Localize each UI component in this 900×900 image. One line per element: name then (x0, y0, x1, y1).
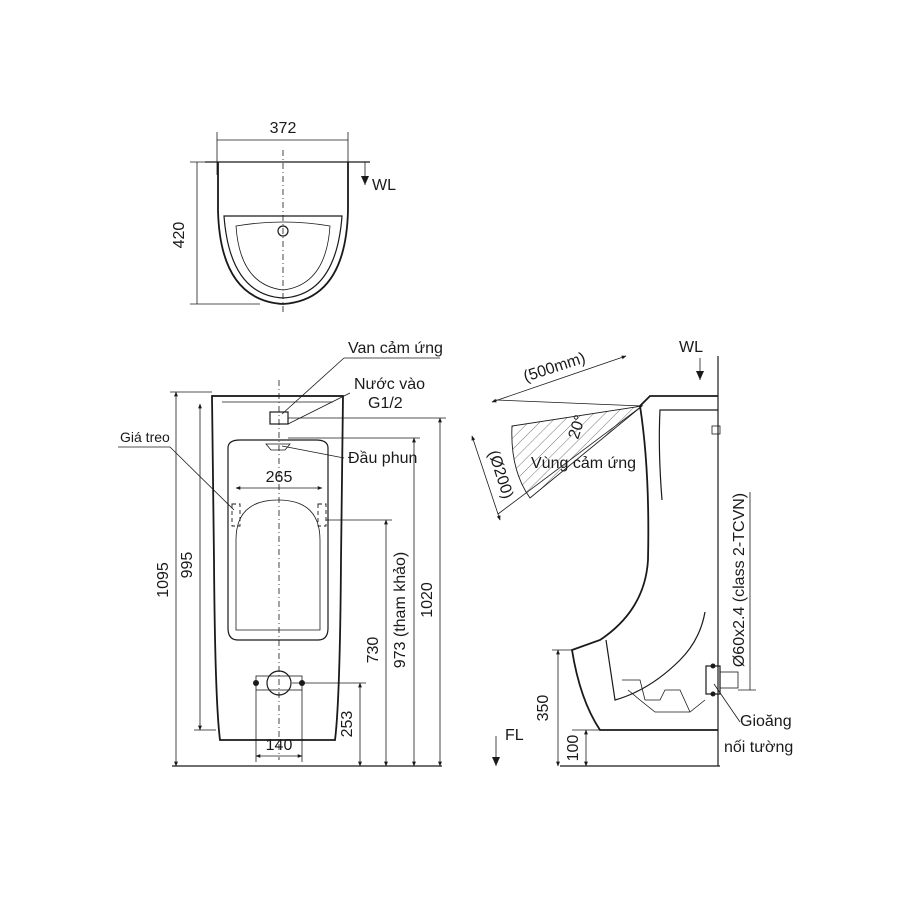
side-bowl-curve (605, 611, 706, 701)
side-body-inner-top (658, 409, 718, 501)
side-view: WL FL (500mm) (Ø200) 20° Vùng cảm ứng Ø6… (471, 339, 793, 767)
dim-sensor-diameter-label: (Ø200) (485, 448, 517, 501)
top-wl-label: WL (372, 177, 396, 194)
side-wl-label: WL (679, 339, 703, 356)
label-inlet-size: G1/2 (368, 395, 403, 412)
dim-sensor-range (491, 355, 627, 403)
side-fl-label: FL (505, 727, 524, 744)
label-gasket-line1: Gioăng (740, 713, 792, 730)
dim-outlet-height-label: 253 (339, 711, 356, 738)
dim-pipe-spec-label: Ø60x2.4 (class 2-TCVN) (731, 493, 748, 667)
side-sensor-zone (511, 405, 644, 499)
side-sensor-ray-bottom (497, 405, 643, 515)
front-hanger-left-icon (231, 503, 241, 527)
label-sensor-valve: Van cảm ứng (348, 340, 443, 357)
leader-gasket (713, 683, 741, 723)
dim-ref-height-label: 973 (tham khảo) (392, 552, 409, 669)
front-bowl-inner (235, 499, 321, 631)
dim-body-height-label: 995 (179, 552, 196, 579)
dim-inlet-height-label: 1020 (419, 582, 436, 618)
side-inlet-icon (711, 425, 721, 435)
front-bowl-outline (227, 439, 329, 641)
side-fl-arrowhead (492, 757, 500, 766)
front-spray-head-icon (265, 443, 291, 451)
dim-hanger-spacing-label: 265 (266, 469, 293, 486)
dim-side-outlet-height-label: 350 (535, 695, 552, 722)
side-sensor-ray-top (495, 399, 643, 407)
dim-floor-offset-label: 100 (565, 735, 582, 762)
side-wl-arrowhead (696, 371, 704, 380)
label-gasket-line2: nối tường (724, 739, 793, 756)
dim-hanger-height-label: 730 (365, 637, 382, 664)
front-view: 265 1095 995 1020 973 (tham khảo) 730 25… (118, 340, 446, 767)
label-spray-head: Đầu phun (348, 450, 417, 467)
top-depth-label: 420 (171, 222, 188, 249)
top-width-label: 372 (270, 120, 297, 137)
leader-hanger (169, 446, 235, 511)
front-body-outline (211, 395, 344, 741)
side-bolt-top (710, 663, 716, 669)
top-bowl-inner (235, 221, 331, 291)
front-hanger-right-icon (317, 503, 327, 527)
top-bowl-outline (217, 162, 349, 305)
side-trap-inner (627, 689, 706, 713)
leader-inlet (287, 392, 351, 425)
dim-sensor-diameter (471, 435, 501, 521)
top-drain-icon (277, 225, 289, 237)
label-water-inlet: Nước vào (354, 376, 425, 393)
label-sensor-zone: Vùng cảm ứng (531, 455, 636, 472)
side-trap-outline (622, 679, 691, 713)
dim-total-height-label: 1095 (155, 562, 172, 598)
dim-sensor-angle-label: 20° (566, 413, 590, 441)
leader-valve (281, 357, 345, 415)
side-pipe-stub-icon (719, 671, 739, 689)
front-outlet-bolt-left (253, 680, 259, 686)
dim-outlet-width-label: 140 (266, 737, 293, 754)
top-view: 372 420 WL (171, 120, 396, 315)
leader-spray-head (281, 445, 345, 459)
top-wl-arrowhead (361, 176, 369, 185)
side-bolt-bottom (710, 691, 716, 697)
label-hanger: Giá treo (120, 429, 170, 445)
side-body-outline (570, 395, 718, 731)
